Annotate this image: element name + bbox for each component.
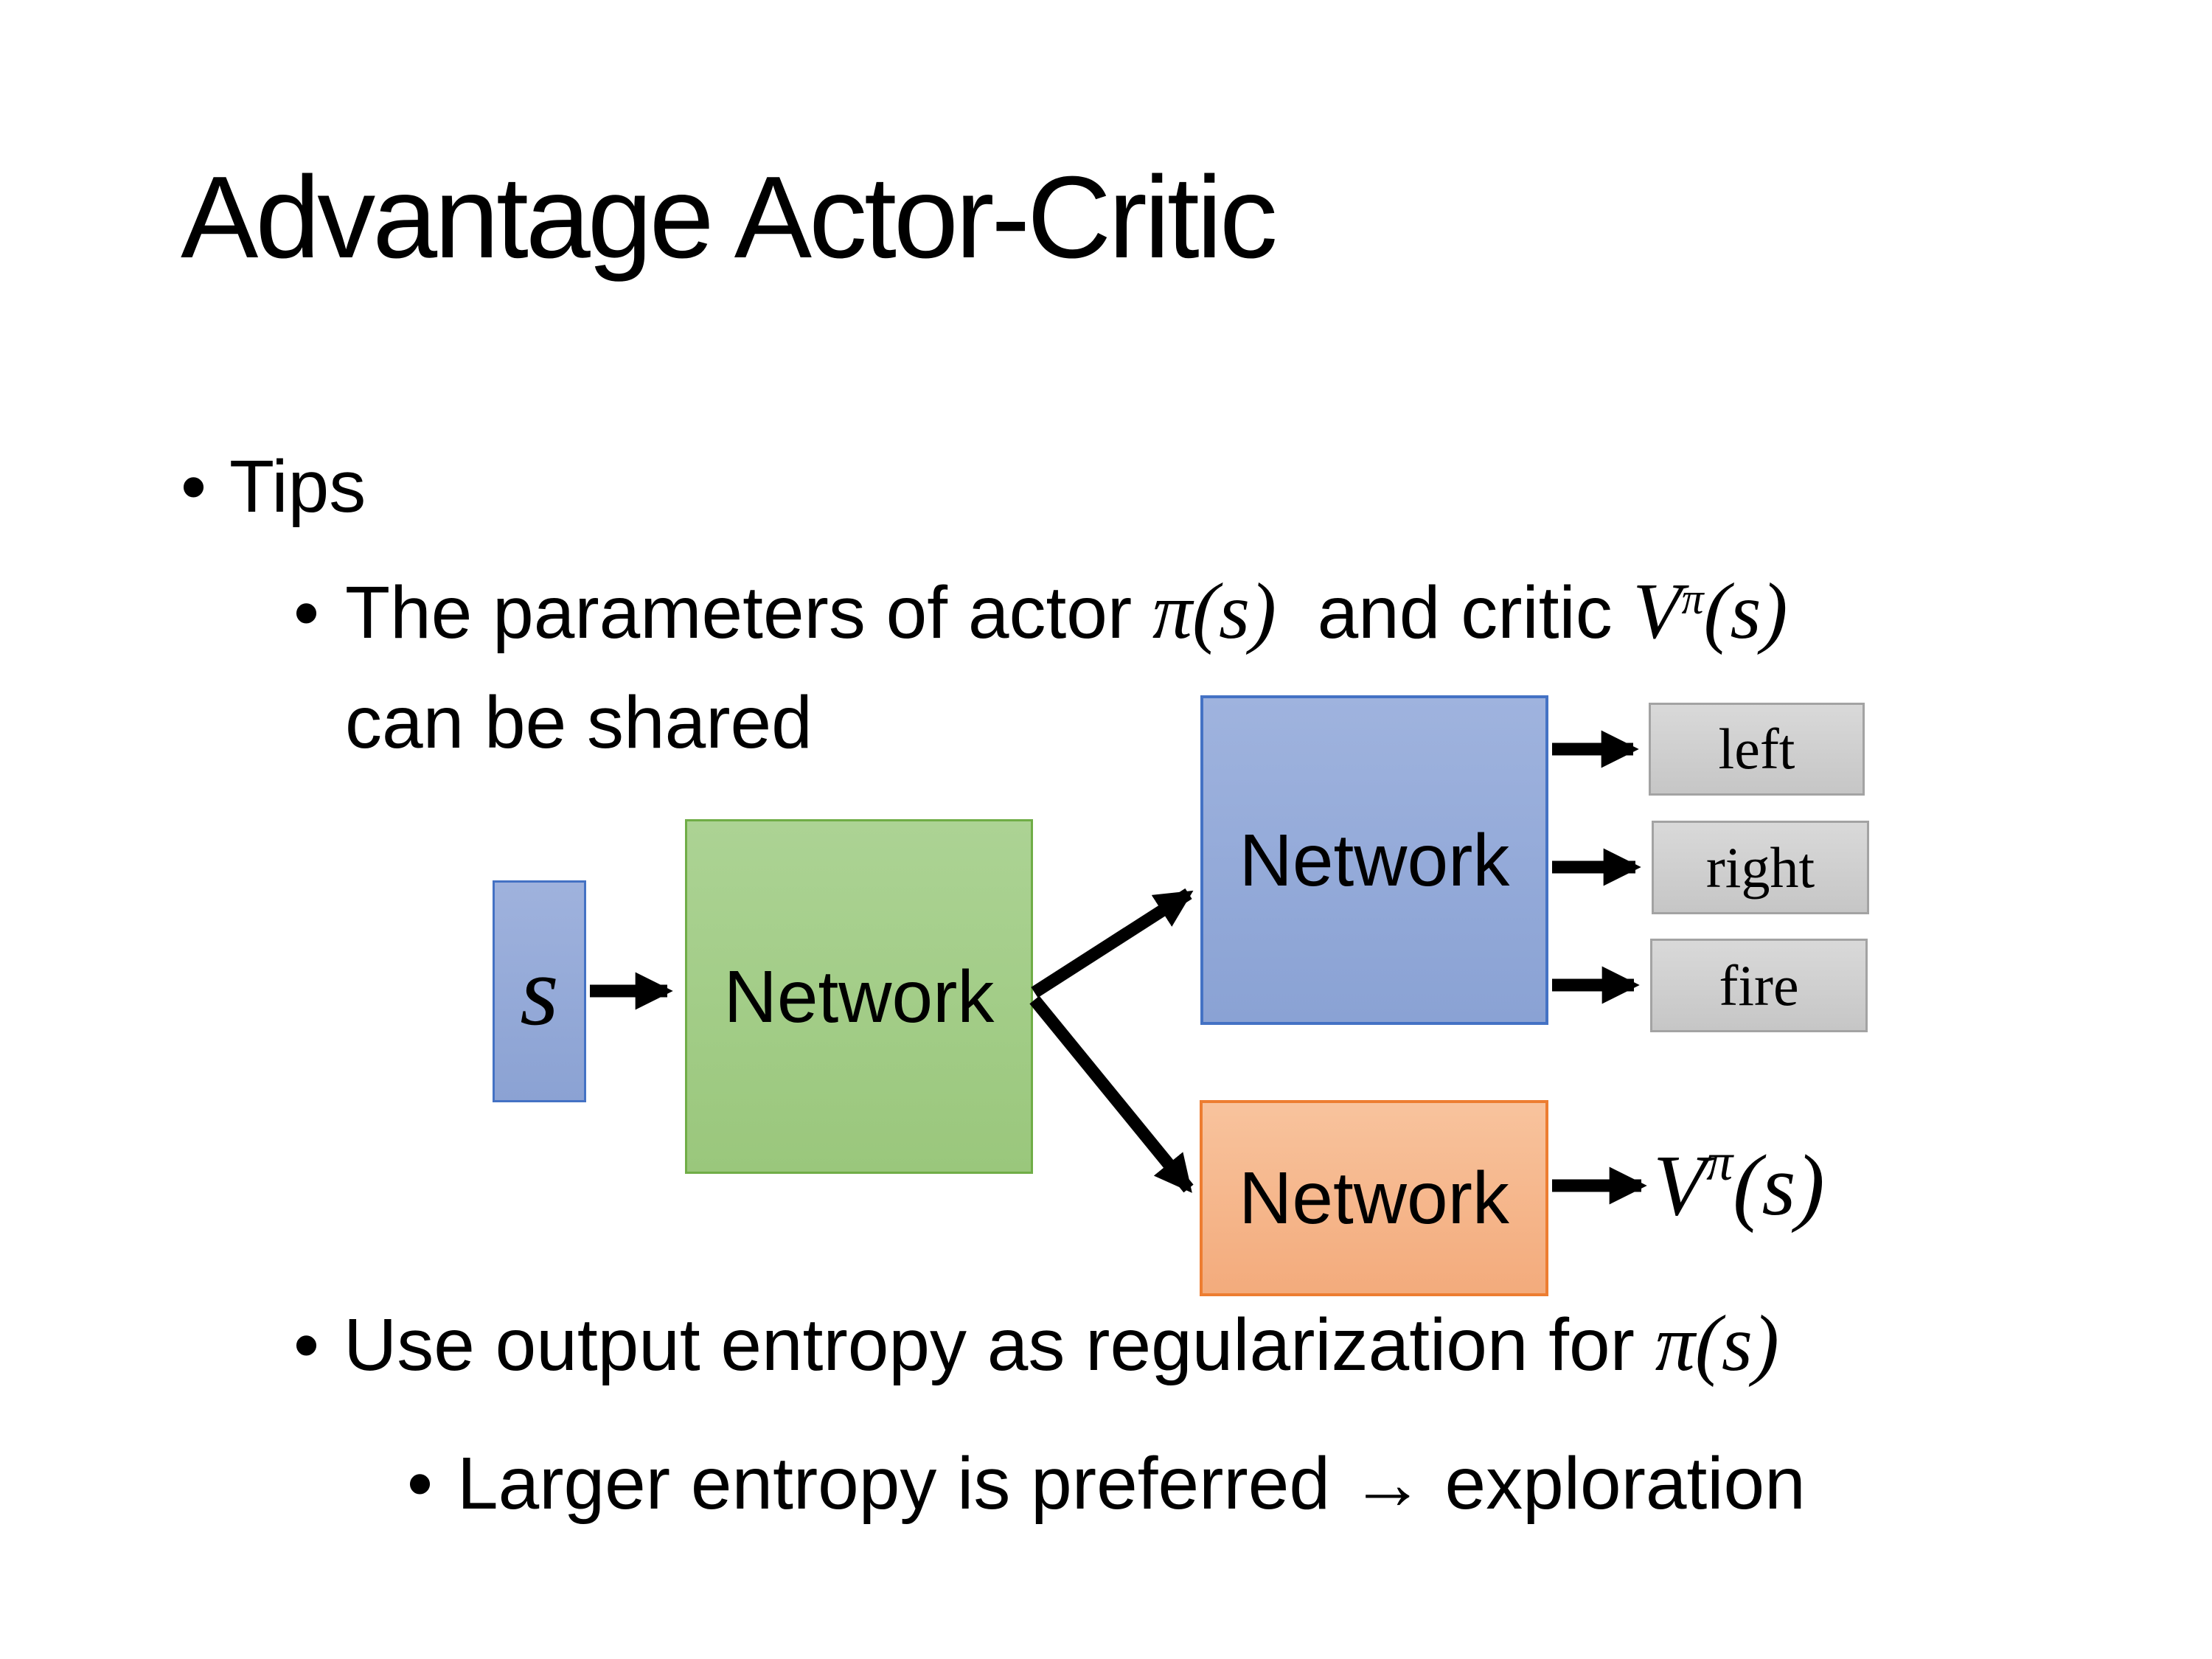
critic-value-args: (s) bbox=[1703, 568, 1788, 655]
bullet-marker: • bbox=[293, 1304, 320, 1386]
value-base: V bbox=[1653, 1137, 1707, 1234]
critic-network-label: Network bbox=[1239, 1157, 1509, 1239]
bullet-tips: • Tips bbox=[181, 441, 366, 533]
bullet-shared-parameters-line2: can be shared bbox=[345, 681, 813, 764]
entropy-policy-math: π(s) bbox=[1655, 1300, 1779, 1388]
action-label-fire: fire bbox=[1719, 953, 1799, 1018]
shared-parameters-text: The parameters of actor π(s) and critic … bbox=[345, 562, 1788, 661]
page-title: Advantage Actor-Critic bbox=[181, 153, 1278, 282]
exploration-text: Larger entropy is preferred → exploratio… bbox=[457, 1442, 1806, 1525]
entropy-text: Use output entropy as regularization for… bbox=[344, 1294, 1779, 1394]
action-label-right: right bbox=[1705, 835, 1815, 900]
entropy-prefix-text: Use output entropy as regularization for bbox=[344, 1304, 1655, 1386]
shared-mid-text: and critic bbox=[1276, 571, 1633, 654]
shared-network-box: Network bbox=[685, 819, 1033, 1174]
action-box-left: left bbox=[1649, 703, 1865, 796]
bullet-marker: • bbox=[293, 571, 320, 654]
critic-network-box: Network bbox=[1200, 1100, 1548, 1296]
actor-network-box: Network bbox=[1200, 695, 1548, 1025]
bullet-shared-parameters: • The parameters of actor π(s) and criti… bbox=[293, 562, 1788, 661]
state-box: s bbox=[493, 880, 586, 1102]
action-box-right: right bbox=[1652, 821, 1869, 914]
actor-network-label: Network bbox=[1239, 818, 1510, 902]
arrow-shared-to-actor bbox=[1031, 888, 1194, 998]
shared-network-label: Network bbox=[723, 955, 995, 1038]
bullet-tips-label: Tips bbox=[229, 445, 366, 528]
bullet-marker: • bbox=[407, 1442, 434, 1525]
shared-prefix-text: The parameters of actor bbox=[345, 571, 1152, 654]
critic-value-superscript: π bbox=[1681, 574, 1704, 623]
value-args: (s) bbox=[1733, 1137, 1825, 1234]
state-label: s bbox=[520, 936, 559, 1046]
bullet-marker: • bbox=[181, 445, 207, 528]
actor-policy-math: π(s) bbox=[1152, 568, 1276, 655]
action-box-fire: fire bbox=[1650, 939, 1868, 1032]
arrow-shared-to-critic bbox=[1029, 995, 1194, 1193]
value-superscript: π bbox=[1706, 1132, 1733, 1192]
bullet-exploration: • Larger entropy is preferred → explorat… bbox=[407, 1438, 1806, 1530]
action-label-left: left bbox=[1718, 717, 1795, 781]
critic-value-base: V bbox=[1632, 568, 1682, 655]
bullet-entropy-regularization: • Use output entropy as regularization f… bbox=[293, 1294, 1779, 1394]
